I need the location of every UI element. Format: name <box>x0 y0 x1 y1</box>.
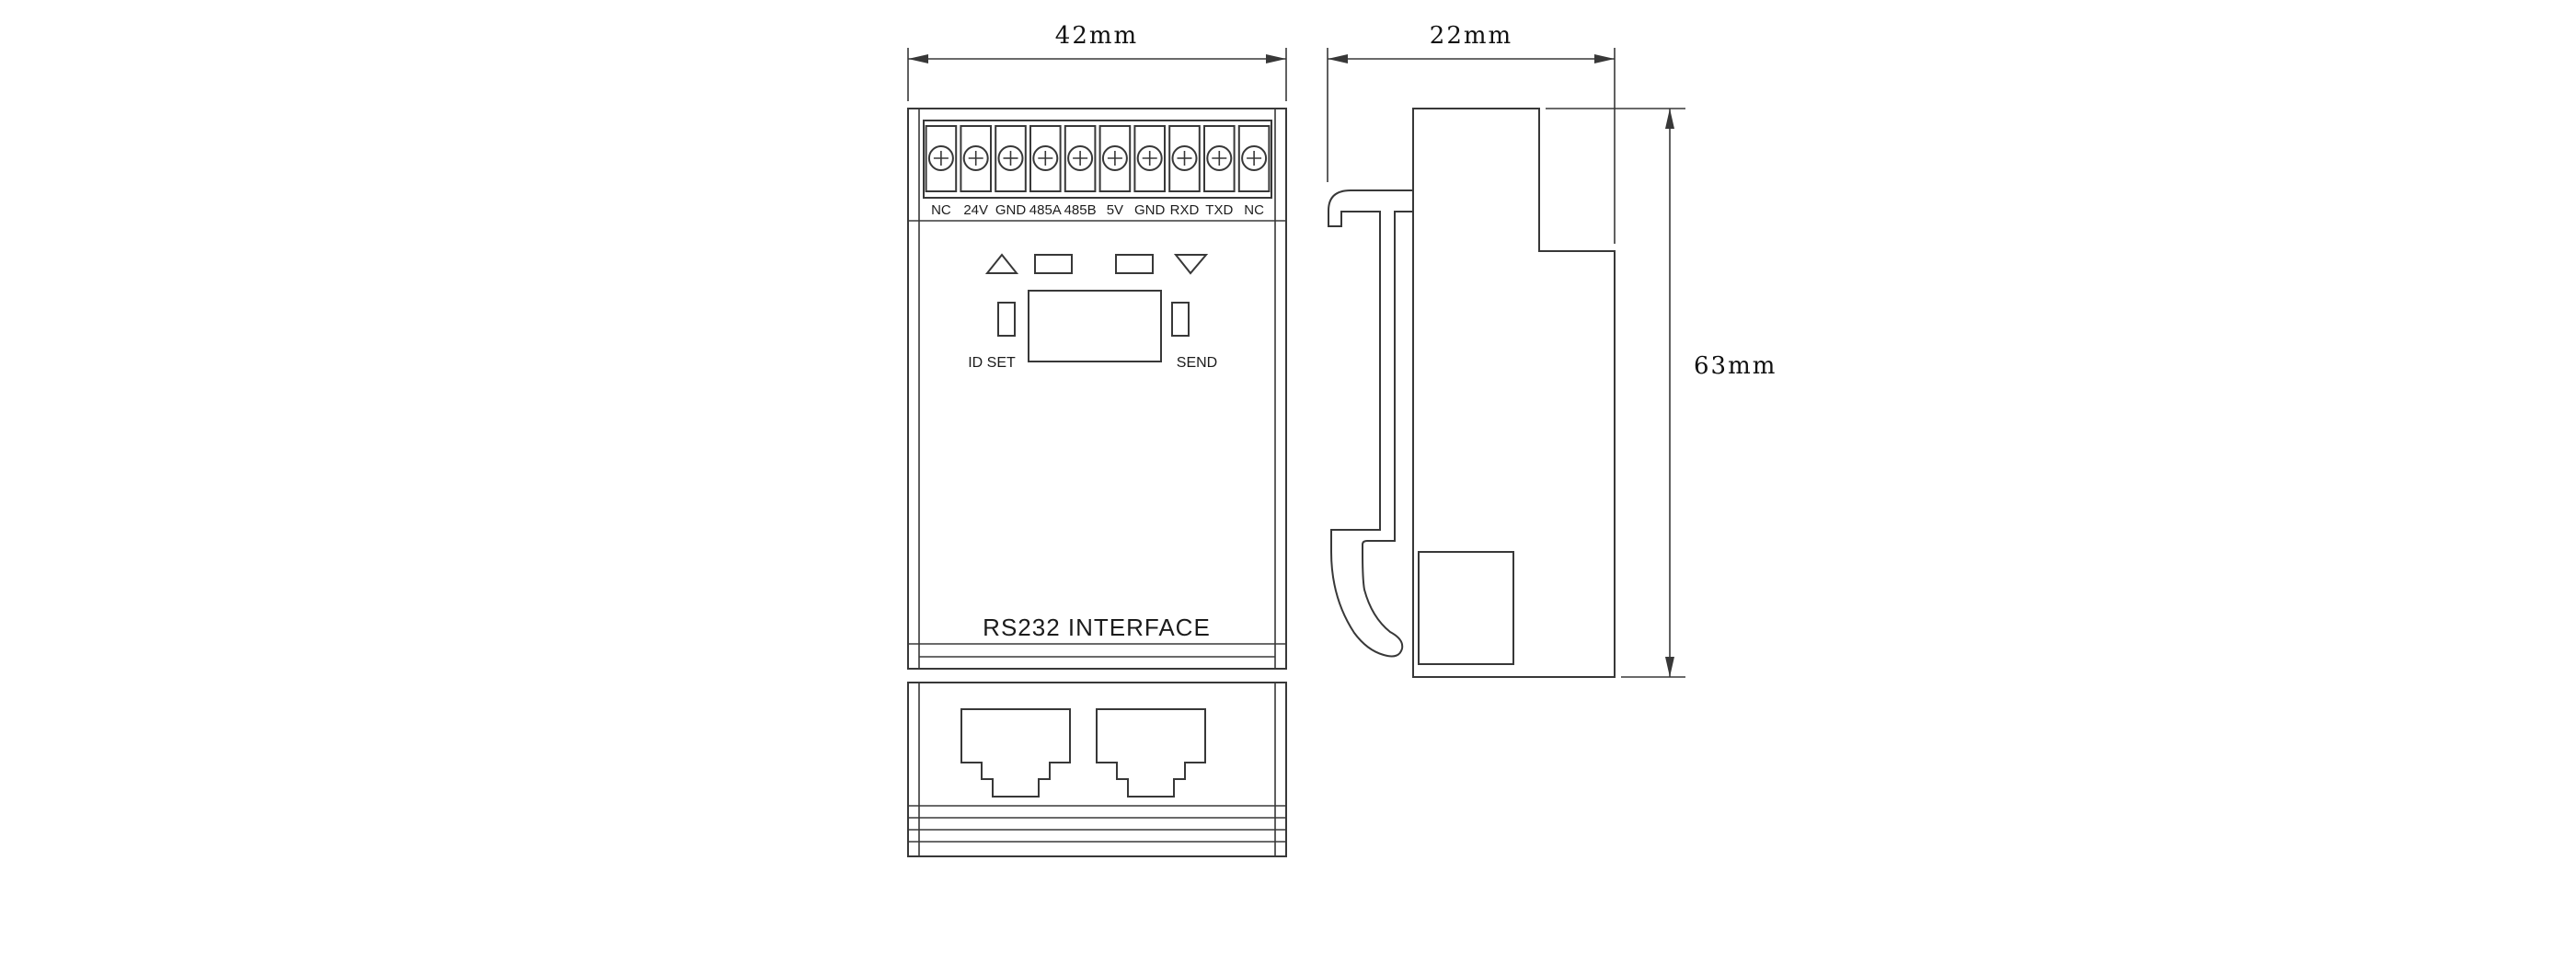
terminal-screw-icon <box>1206 145 1233 171</box>
terminal-label: NC <box>1244 202 1264 218</box>
rj45-port-1[interactable] <box>960 708 1071 798</box>
terminal-label: 485A <box>1029 202 1062 218</box>
display-window <box>1028 290 1162 362</box>
terminal-body <box>1133 125 1167 192</box>
terminal-cell: GND <box>995 125 1027 218</box>
bottom-outline <box>907 682 1287 857</box>
terminal-cell: 5V <box>1098 125 1132 218</box>
terminal-cell: GND <box>1133 125 1167 218</box>
terminal-body <box>1203 125 1236 192</box>
terminal-label: 24V <box>963 202 988 218</box>
terminal-body <box>1098 125 1132 192</box>
button-2[interactable] <box>1115 254 1154 274</box>
terminal-screw-icon <box>962 145 989 171</box>
id-set-led <box>997 302 1016 337</box>
arrowhead-right-icon <box>1266 54 1286 63</box>
terminal-screw-icon <box>927 145 954 171</box>
side-depth-value: 22mm <box>1430 22 1512 50</box>
terminal-label: GND <box>1134 202 1166 218</box>
send-led <box>1171 302 1190 337</box>
button-1[interactable] <box>1034 254 1073 274</box>
terminal-screw-icon <box>1241 145 1268 171</box>
terminal-screw-icon <box>1067 145 1094 171</box>
terminal-block-outline <box>923 120 1272 199</box>
din-rail-clip <box>1328 189 1413 658</box>
terminal-screw-icon <box>1171 145 1198 171</box>
dimension-height: 63mm <box>1546 108 1777 678</box>
front-width-value: 42mm <box>1055 22 1138 50</box>
terminal-body <box>1168 125 1201 192</box>
height-value: 63mm <box>1694 352 1777 380</box>
terminal-cell: RXD <box>1168 125 1201 218</box>
terminal-screw-icon <box>1101 145 1128 171</box>
terminal-label: NC <box>931 202 951 218</box>
terminal-body <box>1064 125 1097 192</box>
control-panel: ID SET SEND <box>968 253 1217 371</box>
terminal-cell: 485A <box>1029 125 1062 218</box>
terminal-cell: NC <box>925 125 958 218</box>
bottom-view <box>907 682 1287 857</box>
side-detail-box <box>1418 551 1514 665</box>
rj45-port-2[interactable] <box>1096 708 1206 798</box>
arrowhead-top-icon <box>1665 109 1674 129</box>
product-label: RS232 INTERFACE <box>983 614 1211 641</box>
terminal-screw-icon <box>1136 145 1163 171</box>
terminal-cell: 485B <box>1064 125 1097 218</box>
terminal-screw-icon <box>1032 145 1059 171</box>
id-set-label: ID SET <box>968 355 1016 371</box>
down-arrow-button[interactable] <box>1173 254 1209 275</box>
terminal-cell: 24V <box>960 125 993 218</box>
terminal-cell: NC <box>1237 125 1271 218</box>
arrowhead-left-icon <box>1328 54 1348 63</box>
terminal-body <box>1237 125 1271 192</box>
terminal-body <box>960 125 993 192</box>
terminal-label: TXD <box>1205 202 1233 218</box>
arrowhead-bottom-icon <box>1665 657 1674 677</box>
send-label: SEND <box>1177 355 1217 371</box>
dimension-front-width: 42mm <box>907 22 1287 101</box>
front-body-outline <box>907 108 1287 670</box>
terminal-label: GND <box>995 202 1027 218</box>
side-body-outline <box>1412 108 1616 678</box>
terminal-label: 5V <box>1107 202 1123 218</box>
terminal-body <box>1029 125 1062 192</box>
terminal-label: RXD <box>1170 202 1200 218</box>
terminal-body <box>925 125 958 192</box>
terminal-body <box>995 125 1027 192</box>
dimension-side-depth: 22mm <box>1327 22 1616 244</box>
terminal-cell: TXD <box>1203 125 1236 218</box>
up-arrow-button[interactable] <box>984 253 1019 274</box>
arrowhead-left-icon <box>908 54 928 63</box>
arrowhead-right-icon <box>1594 54 1615 63</box>
terminal-screw-icon <box>997 145 1024 171</box>
terminal-label: 485B <box>1064 202 1097 218</box>
side-view <box>1328 108 1616 678</box>
